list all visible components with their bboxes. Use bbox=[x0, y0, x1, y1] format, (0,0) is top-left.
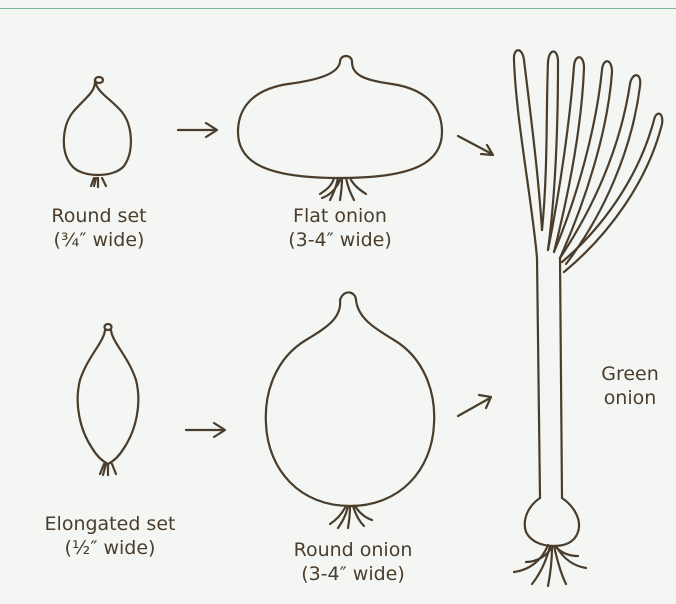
elongated-set-name: Elongated set bbox=[20, 512, 200, 536]
flat-onion-label: Flat onion (3-4″ wide) bbox=[260, 204, 420, 252]
green-onion-label: Green onion bbox=[590, 362, 670, 410]
round-onion-name: Round onion bbox=[268, 538, 438, 562]
arrow-round-to-green bbox=[458, 395, 491, 416]
green-onion-line1: Green bbox=[590, 362, 670, 386]
round-onion-label: Round onion (3-4″ wide) bbox=[268, 538, 438, 586]
arrow-elongated-to-round bbox=[186, 423, 225, 437]
green-onion-line2: onion bbox=[590, 386, 670, 410]
arrow-round-set-to-flat bbox=[178, 123, 217, 137]
round-set-label: Round set (¾″ wide) bbox=[24, 204, 174, 252]
round-set-size: (¾″ wide) bbox=[24, 228, 174, 252]
arrow-flat-to-green bbox=[458, 136, 493, 155]
elongated-set-label: Elongated set (½″ wide) bbox=[20, 512, 200, 560]
green-onion-plant bbox=[514, 50, 662, 586]
flat-onion-size: (3-4″ wide) bbox=[260, 228, 420, 252]
round-onion-size: (3-4″ wide) bbox=[268, 562, 438, 586]
elongated-set-bulb bbox=[78, 324, 139, 475]
round-set-name: Round set bbox=[24, 204, 174, 228]
elongated-set-size: (½″ wide) bbox=[20, 536, 200, 560]
round-onion-bulb bbox=[266, 292, 434, 528]
round-set-bulb bbox=[64, 77, 131, 187]
flat-onion-bulb bbox=[238, 56, 442, 200]
flat-onion-name: Flat onion bbox=[260, 204, 420, 228]
